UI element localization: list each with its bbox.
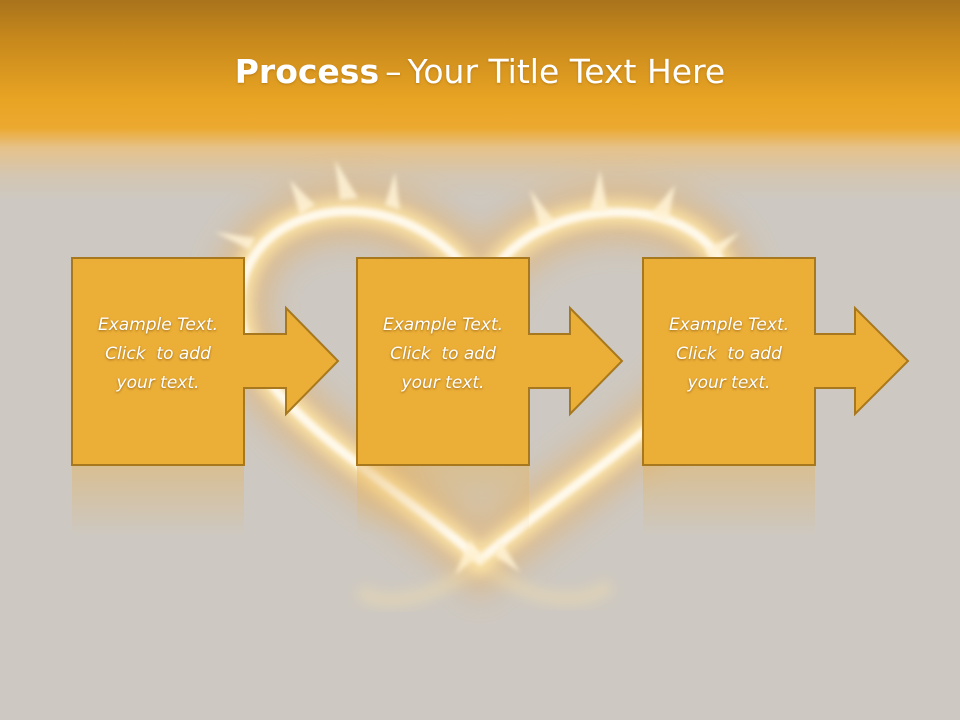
step-3-line-1: Example Text. (668, 315, 790, 335)
step-3-reflection (643, 466, 815, 536)
step-1-line-2: Click to add (105, 344, 211, 364)
header-band (0, 0, 960, 200)
step-3-line-2: Click to add (676, 344, 782, 364)
step-2-line-3: your text. (401, 373, 485, 393)
title-rest: Your Title Text Here (407, 52, 726, 91)
step-3-text[interactable]: Example Text. Click to add your text. (643, 311, 815, 398)
reflections (72, 466, 815, 536)
step-1-line-3: your text. (116, 373, 200, 393)
title-separator: – (385, 52, 402, 91)
step-1-line-1: Example Text. (97, 315, 219, 335)
heart-reflection (355, 554, 615, 607)
heart-flames (215, 160, 740, 575)
step-1-reflection (72, 466, 244, 536)
title-strong: Process (234, 52, 380, 91)
step-1-arrow-shape[interactable] (71, 257, 340, 466)
step-3-line-3: your text. (687, 373, 771, 393)
slide-title[interactable]: Process–Your Title Text Here (0, 52, 960, 91)
step-2-line-2: Click to add (390, 344, 496, 364)
step-2-text[interactable]: Example Text. Click to add your text. (357, 311, 529, 398)
step-3-arrow-shape[interactable] (642, 257, 910, 466)
step-2-line-1: Example Text. (382, 315, 504, 335)
step-1-text[interactable]: Example Text. Click to add your text. (72, 311, 244, 398)
step-2-arrow-shape[interactable] (356, 257, 624, 466)
step-2-reflection (357, 466, 529, 536)
